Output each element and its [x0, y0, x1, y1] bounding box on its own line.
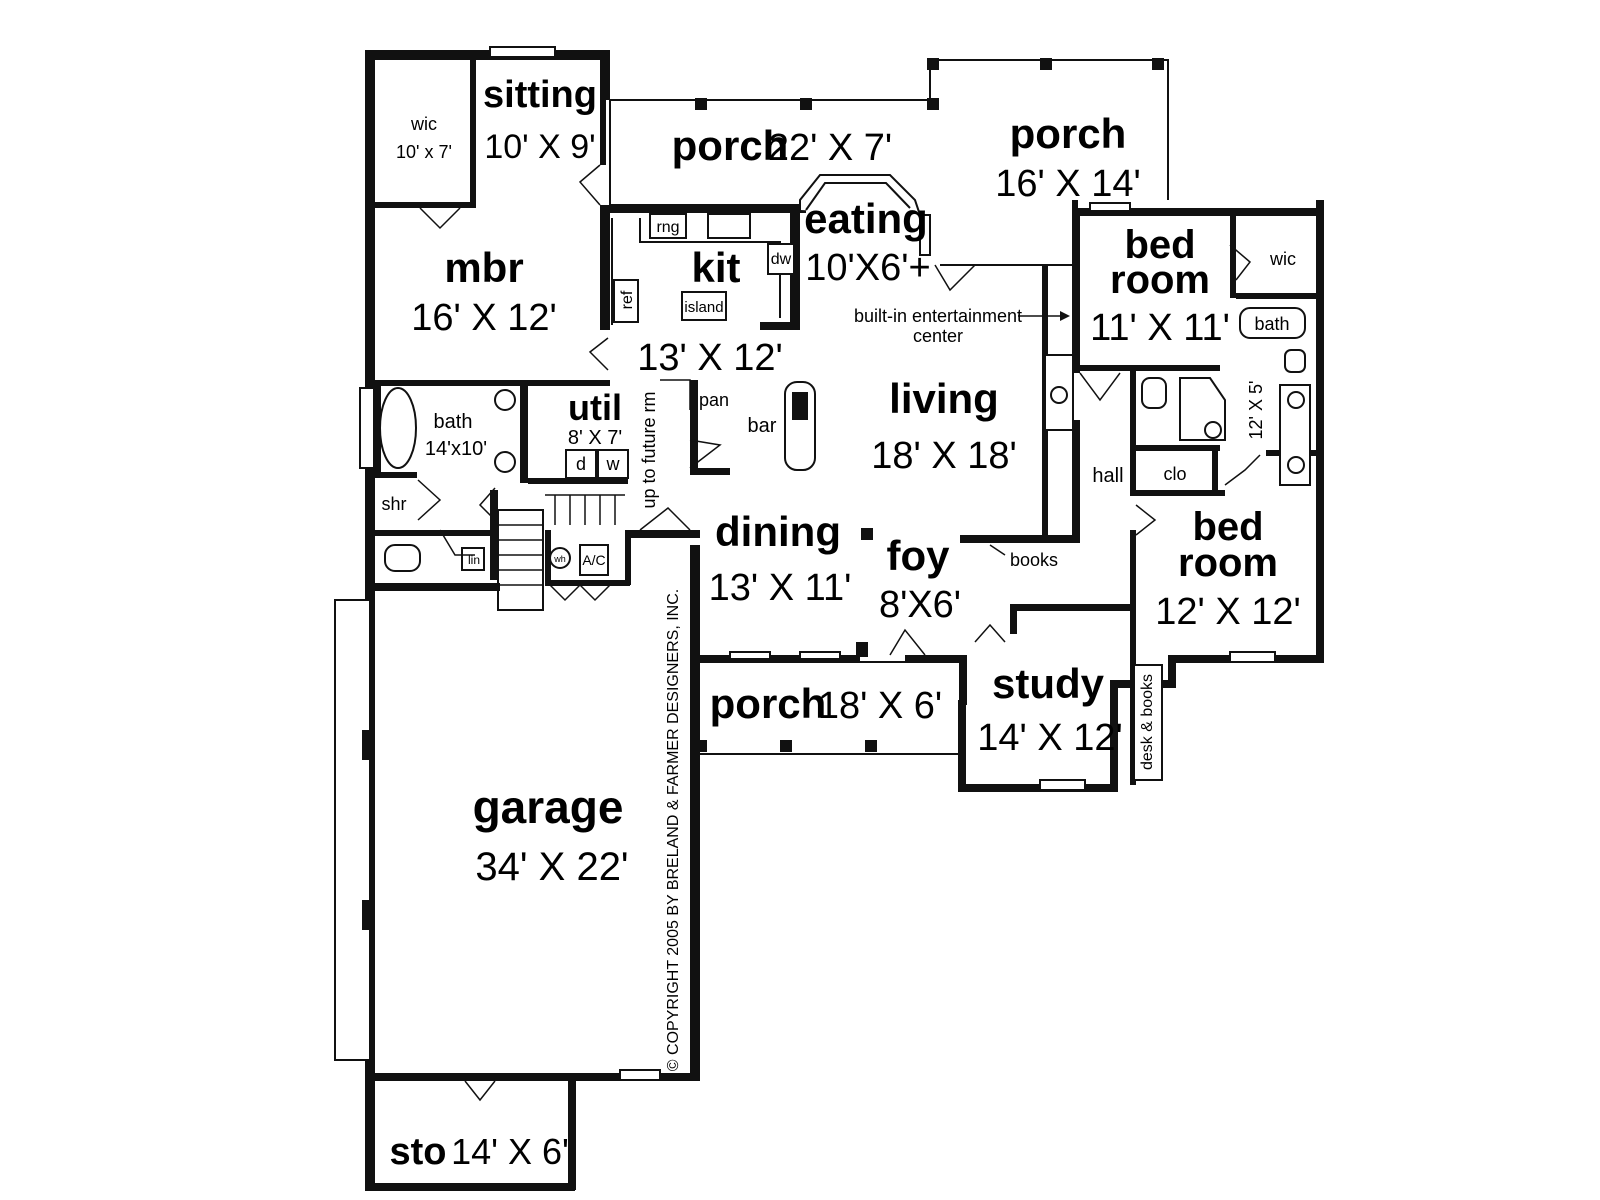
water-heater-label: wh [553, 554, 566, 564]
bedroom2-label-1: bed [1192, 505, 1263, 549]
garage-dim: 34' X 22' [475, 845, 628, 889]
kitchen-dim: 13' X 12' [637, 337, 783, 379]
porch-side-label: porch [1010, 110, 1127, 157]
dining-label: dining [715, 508, 841, 555]
ac-label: A/C [582, 552, 605, 568]
sitting-dim: 10' X 9' [484, 128, 595, 166]
books-label: books [1010, 550, 1058, 570]
range-label: rng [656, 219, 679, 236]
builtin-label-1: built-in entertainment [854, 306, 1022, 326]
eating-label: eating [804, 195, 928, 242]
wic-label: wic [410, 114, 437, 134]
dishwasher-label: dw [771, 251, 792, 268]
hall-label: hall [1092, 465, 1123, 487]
dining-dim: 13' X 11' [709, 567, 852, 609]
eating-dim: 10'X6'+ [805, 247, 930, 289]
shower-label: shr [381, 494, 406, 514]
porch-rear-label: porch [672, 122, 789, 169]
study-label: study [992, 660, 1105, 707]
wic-dim: 10' x 7' [396, 142, 452, 162]
kitchen-label: kit [691, 244, 740, 291]
door-swings [417, 164, 1261, 1102]
porch-front-dim: 18' X 6' [818, 685, 942, 727]
mbr-dim: 16' X 12' [411, 297, 557, 339]
bedroom1-dim: 11' X 11' [1090, 307, 1230, 349]
bath-master-label: bath [434, 411, 473, 433]
pantry-label: pan [699, 390, 729, 410]
bedroom1-label-1: bed [1124, 223, 1195, 267]
living-dim: 18' X 18' [871, 435, 1017, 477]
bar-label: bar [748, 415, 777, 437]
foyer-dim: 8'X6' [879, 584, 961, 626]
ref-label: ref [619, 290, 636, 309]
builtin-arrow [989, 311, 1070, 556]
bath-master-dim: 14'x10' [425, 438, 487, 460]
copyright-text: © COPYRIGHT 2005 BY BRELAND & FARMER DES… [665, 589, 682, 1071]
storage-dim: 14' X 6' [451, 1131, 569, 1172]
desk-label: desk & books [1139, 674, 1156, 770]
porch-outlines [609, 58, 1169, 755]
mbr-label: mbr [444, 244, 523, 291]
porch-rear-dim: 22' X 7' [768, 127, 892, 169]
bedroom1-label-2: room [1110, 258, 1210, 302]
washer-label: w [606, 454, 621, 474]
closet-label: clo [1163, 464, 1186, 484]
windows [334, 46, 1276, 1081]
porch-side-dim: 16' X 14' [995, 163, 1141, 205]
foyer-label: foy [887, 532, 951, 579]
util-label: util [568, 387, 622, 428]
sitting-label: sitting [483, 74, 597, 116]
builtin-label-2: center [913, 326, 963, 346]
wic-bed-label: wic [1269, 249, 1296, 269]
linen-label: lin [468, 553, 480, 567]
bath-bed-label: bath [1254, 314, 1289, 334]
fixture-labels: rng dw ref island pan bar built-in enter… [381, 219, 1296, 1071]
island-label: island [684, 299, 723, 316]
bath-bed-dim: 12' X 5' [1246, 381, 1266, 440]
room-labels: sitting 10' X 9' wic 10' x 7' porch 22' … [390, 74, 1301, 1173]
garage-label: garage [473, 781, 624, 833]
stairs-label: up to future rm [639, 391, 659, 508]
bedroom2-dim: 12' X 12' [1155, 591, 1301, 633]
bedroom2-label-2: room [1178, 541, 1278, 585]
fixtures [379, 213, 1311, 781]
living-label: living [889, 375, 999, 422]
porch-front-label: porch [710, 680, 827, 727]
util-dim: 8' X 7' [568, 427, 622, 449]
study-dim: 14' X 12' [977, 717, 1123, 759]
storage-label: sto [390, 1131, 447, 1173]
dryer-label: d [576, 454, 586, 474]
